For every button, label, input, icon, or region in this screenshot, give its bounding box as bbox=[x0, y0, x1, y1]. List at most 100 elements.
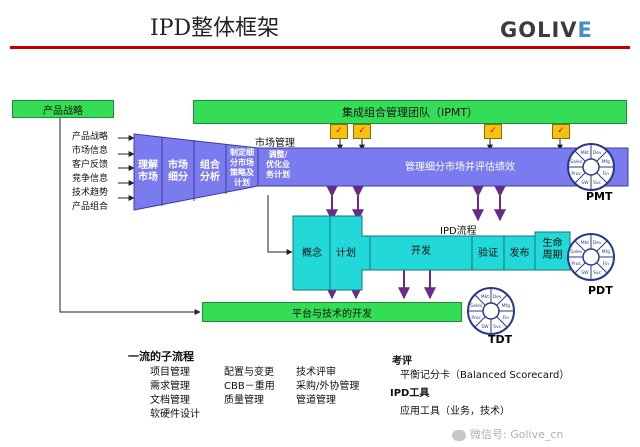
strategy-input-item: 技术趋势 bbox=[72, 188, 109, 198]
strategy-to-platform-line bbox=[59, 118, 201, 315]
decision-check-icon: ✓ bbox=[552, 124, 570, 139]
subprocess-item: CBB－重用 bbox=[224, 381, 275, 392]
ipd-flow-title: IPD流程 bbox=[440, 226, 477, 237]
wheel-segment-label: Sales bbox=[470, 303, 483, 309]
decision-check-icon: ✓ bbox=[484, 124, 502, 139]
subprocess-col2: 配置与变更 CBB－重用 质量管理 bbox=[224, 366, 275, 408]
strategy-input-item: 客户反馈 bbox=[72, 160, 109, 170]
wechat-icon bbox=[452, 429, 466, 441]
wheel-segment-label: Mfg bbox=[502, 303, 510, 309]
subprocess-title: 一流的子流程 bbox=[128, 350, 194, 363]
subprocess-col1: 项目管理 需求管理 文档管理 软硬件设计 bbox=[150, 366, 200, 422]
ipd-phase-1: 概念 bbox=[302, 248, 322, 259]
wheel-segment-label: Proc bbox=[571, 171, 581, 177]
wheel-hub bbox=[582, 248, 600, 266]
wheel-segment-label: Svc bbox=[493, 324, 502, 330]
market-mgmt-title: 市场管理 bbox=[255, 138, 295, 149]
wheel-hub bbox=[482, 302, 500, 320]
market-band-shape bbox=[257, 147, 629, 187]
subprocess-item: 文档管理 bbox=[150, 395, 190, 406]
market-step-1: 理解市场 bbox=[138, 160, 158, 183]
market-to-ipd-line bbox=[267, 195, 293, 255]
strategy-input-item: 产品战略 bbox=[72, 132, 109, 142]
wheel-segment-label: Dev bbox=[593, 150, 602, 156]
wheel-spoke bbox=[574, 240, 586, 252]
wheel-segment-label: Svc bbox=[593, 270, 602, 276]
strategy-inputs-list: 产品战略 市场信息 客户反馈 竞争信息 技术趋势 产品组合 bbox=[72, 130, 108, 214]
ipmt-bar: 集成组合管理团队（IPMT） bbox=[193, 100, 627, 124]
wheel-segment-label: Svc bbox=[593, 180, 602, 186]
market-step-5: 调整/优化业务计划 bbox=[266, 150, 290, 179]
ipd-tools-item: 应用工具（业务，技术） bbox=[400, 406, 510, 417]
subprocess-item: 质量管理 bbox=[224, 395, 264, 406]
wheel-spoke bbox=[596, 172, 608, 184]
wheel-hub bbox=[582, 158, 600, 176]
pdt-label: PDT bbox=[588, 284, 613, 297]
decision-check-icon: ✓ bbox=[353, 124, 371, 139]
wheel-segment-label: Proc bbox=[571, 261, 581, 267]
subprocess-item: 管道管理 bbox=[296, 395, 336, 406]
ipd-tools-title: IPD工具 bbox=[390, 388, 430, 399]
wheel-spoke bbox=[596, 262, 608, 274]
wheel-segment-label: Sales bbox=[570, 159, 583, 165]
subprocess-item: 技术评审 bbox=[296, 367, 336, 378]
wechat-watermark: 微信号: Golive_cn bbox=[448, 426, 568, 442]
wheel-segment-label: Mkt bbox=[581, 150, 589, 156]
strategy-input-item: 竞争信息 bbox=[72, 174, 109, 184]
evaluation-item: 平衡记分卡（Balanced Scorecard） bbox=[400, 370, 570, 381]
wheel-spoke bbox=[574, 262, 586, 274]
market-band-label: 管理细分市场并评估绩效 bbox=[405, 162, 515, 173]
market-step-2: 市场细分 bbox=[168, 160, 188, 183]
product-strategy-box: 产品战略 bbox=[12, 100, 114, 118]
page-title: IPD整体框架 bbox=[150, 16, 280, 41]
wheel-segment-label: Fin bbox=[503, 315, 510, 321]
wheel-spoke bbox=[596, 150, 608, 162]
wheel-spoke bbox=[474, 316, 486, 328]
logo-prefix: GOLIV bbox=[500, 18, 578, 42]
subprocess-item: 软硬件设计 bbox=[150, 409, 200, 420]
strategy-input-item: 产品组合 bbox=[72, 202, 109, 212]
wheel-segment-label: Mkt bbox=[481, 294, 489, 300]
wheel-spoke bbox=[496, 294, 508, 306]
logo-accent: E bbox=[577, 18, 593, 42]
wheel-segment-label: Mfg bbox=[602, 249, 610, 255]
wheel-segment-label: Fin bbox=[603, 171, 610, 177]
market-step-3: 组合分析 bbox=[200, 160, 220, 183]
evaluation-title: 考评 bbox=[392, 356, 412, 367]
watermark-text: 微信号: Golive_cn bbox=[470, 428, 564, 441]
ipd-phase-4: 验证 bbox=[478, 248, 498, 259]
subprocess-item: 配置与变更 bbox=[224, 367, 274, 378]
wheel-segment-label: Dev bbox=[593, 240, 602, 246]
wheel-segment-label: SW bbox=[581, 180, 589, 186]
ipd-phase-6: 生命周期 bbox=[542, 238, 563, 261]
subprocess-item: 采购/外协管理 bbox=[296, 381, 360, 392]
platform-bar: 平台与技术的开发 bbox=[202, 302, 462, 322]
ipd-phase-2: 计划 bbox=[336, 248, 356, 259]
ipd-phase-3: 开发 bbox=[411, 246, 431, 257]
wheel-segment-label: Sales bbox=[570, 249, 583, 255]
pmt-label: PMT bbox=[586, 190, 613, 203]
wheel-segment-label: Fin bbox=[603, 261, 610, 267]
subprocess-item: 需求管理 bbox=[150, 381, 190, 392]
header-divider bbox=[10, 46, 630, 49]
wheel-spoke bbox=[474, 294, 486, 306]
wheel-segment-label: SW bbox=[581, 270, 589, 276]
wheel-segment-label: Proc bbox=[471, 315, 481, 321]
wheel-segment-label: Mfg bbox=[602, 159, 610, 165]
tdt-label: TDT bbox=[488, 333, 513, 346]
wheel-spoke bbox=[574, 172, 586, 184]
wheel-spoke bbox=[596, 240, 608, 252]
decision-check-icon: ✓ bbox=[330, 124, 348, 139]
wheel-segment-label: SW bbox=[481, 324, 489, 330]
golive-logo: GOLIVE bbox=[500, 18, 593, 42]
market-step-4: 制定细分市场策略及计划 bbox=[230, 148, 254, 187]
subprocess-item: 项目管理 bbox=[150, 367, 190, 378]
wheel-segment-label: Dev bbox=[493, 294, 502, 300]
